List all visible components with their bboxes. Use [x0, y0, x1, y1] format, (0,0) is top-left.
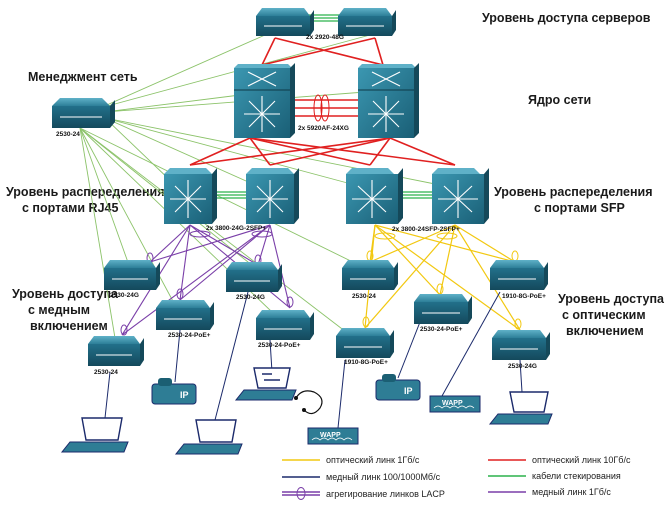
title-server-access: Уровень доступа серверов — [482, 11, 651, 25]
acc-1910-8g-poe-a-label: 1910-8G-PoE+ — [344, 359, 388, 366]
dist-rj45-switch-2 — [246, 168, 299, 224]
legend-stack: кабели стекирования — [532, 471, 621, 481]
core-switch-1 — [234, 63, 295, 138]
management-switch — [52, 98, 115, 128]
access-switch-2530-24poe-c — [414, 294, 472, 324]
patch-cable-icon — [295, 390, 323, 415]
title-access-optic-3: включением — [566, 324, 644, 338]
access-switch-2530-24poe-b — [256, 310, 314, 340]
title-dist-rj45-1: Уровень распеределения — [6, 185, 165, 199]
acc-2530-24poe-b-label: 2530-24-PoE+ — [258, 342, 301, 349]
dist-rj45-label: 2x 3800-24G-2SFP+ — [206, 225, 266, 232]
title-dist-rj45-2: с портами RJ45 — [22, 201, 118, 215]
legend: оптический линк 1Гб/с медный линк 100/10… — [282, 455, 631, 500]
title-access-optic-1: Уровень доступа — [558, 292, 665, 306]
legend-lacp: агрегирование линков LACP — [326, 489, 445, 499]
dist-sfp-switch-1 — [346, 168, 403, 224]
optic-10g-links — [189, 37, 456, 166]
server-switch-1 — [256, 8, 314, 36]
access-switch-2530-24-sfp — [342, 260, 398, 290]
acc-1910-8g-poe-b-label: 1910-8G-PoE+ — [502, 293, 546, 300]
acc-2530-24poe-a-label: 2530-24-PoE+ — [168, 332, 211, 339]
svg-text:IP: IP — [404, 386, 413, 396]
server-switch-2 — [338, 8, 396, 36]
dist-sfp-label: 2x 3800-24SFP-2SFP+ — [392, 226, 460, 233]
svg-text:WAPP: WAPP — [320, 432, 341, 439]
wireless-ap-icon: WAPP — [307, 427, 359, 445]
laptop-icon — [60, 417, 129, 453]
core-switch-2 — [358, 63, 419, 138]
svg-text:IP: IP — [180, 390, 189, 400]
title-access-optic-2: с оптическим — [562, 308, 646, 322]
access-switch-2530-24g-a — [104, 260, 160, 290]
title-dist-sfp-2: с портами SFP — [534, 201, 625, 215]
acc-2530-24g-c-label: 2530-24G — [508, 363, 537, 370]
acc-2530-24-sfp-label: 2530-24 — [352, 293, 376, 300]
title-access-copper-1: Уровень доступа — [12, 287, 119, 301]
laptop-icon — [174, 419, 243, 455]
laptop-icon — [488, 391, 553, 425]
title-access-copper-2: с медным — [28, 303, 90, 317]
server-switches-label: 2x 2920-48G — [306, 34, 344, 41]
acc-2530-24g-a-label: 2530-24G — [110, 292, 139, 299]
links — [79, 14, 523, 429]
copper-100-links — [104, 291, 523, 429]
title-access-copper-3: включением — [30, 319, 108, 333]
svg-text:WAPP: WAPP — [442, 400, 463, 407]
legend-copper-1g: медный линк 1Гб/с — [532, 487, 611, 497]
acc-2530-24g-b-label: 2530-24G — [236, 294, 265, 301]
title-management: Менеджмент сеть — [28, 70, 138, 84]
legend-copper-100: медный линк 100/1000Мб/с — [326, 472, 441, 482]
legend-optic-10g: оптический линк 10Гб/с — [532, 455, 631, 465]
ip-phone-icon: IP — [151, 378, 197, 405]
title-core: Ядро сети — [528, 93, 591, 107]
access-switch-2530-24g-c — [492, 330, 550, 360]
wireless-ap-icon: WAPP — [429, 395, 481, 413]
access-switch-1910-8g-poe-a — [336, 328, 394, 358]
laptop-icon — [234, 367, 297, 401]
dist-sfp-switch-2 — [432, 168, 489, 224]
access-switch-2530-24g-b — [226, 262, 282, 292]
title-dist-sfp-1: Уровень распеределения — [494, 185, 653, 199]
stack-links — [212, 14, 432, 199]
access-switch-2530-24poe-a — [156, 300, 214, 330]
legend-optic-1g: оптический линк 1Гб/с — [326, 455, 420, 465]
access-switch-2530-24-a — [88, 336, 144, 366]
acc-2530-24poe-c-label: 2530-24-PoE+ — [420, 326, 463, 333]
access-switch-1910-8g-poe-b — [490, 260, 548, 290]
acc-2530-24-a-label: 2530-24 — [94, 369, 118, 376]
core-switches-label: 2x 5920AF-24XG — [298, 125, 349, 132]
dist-rj45-switch-1 — [164, 168, 217, 224]
management-switch-label: 2530-24 — [56, 131, 80, 138]
ip-phone-icon: IP — [375, 374, 421, 401]
